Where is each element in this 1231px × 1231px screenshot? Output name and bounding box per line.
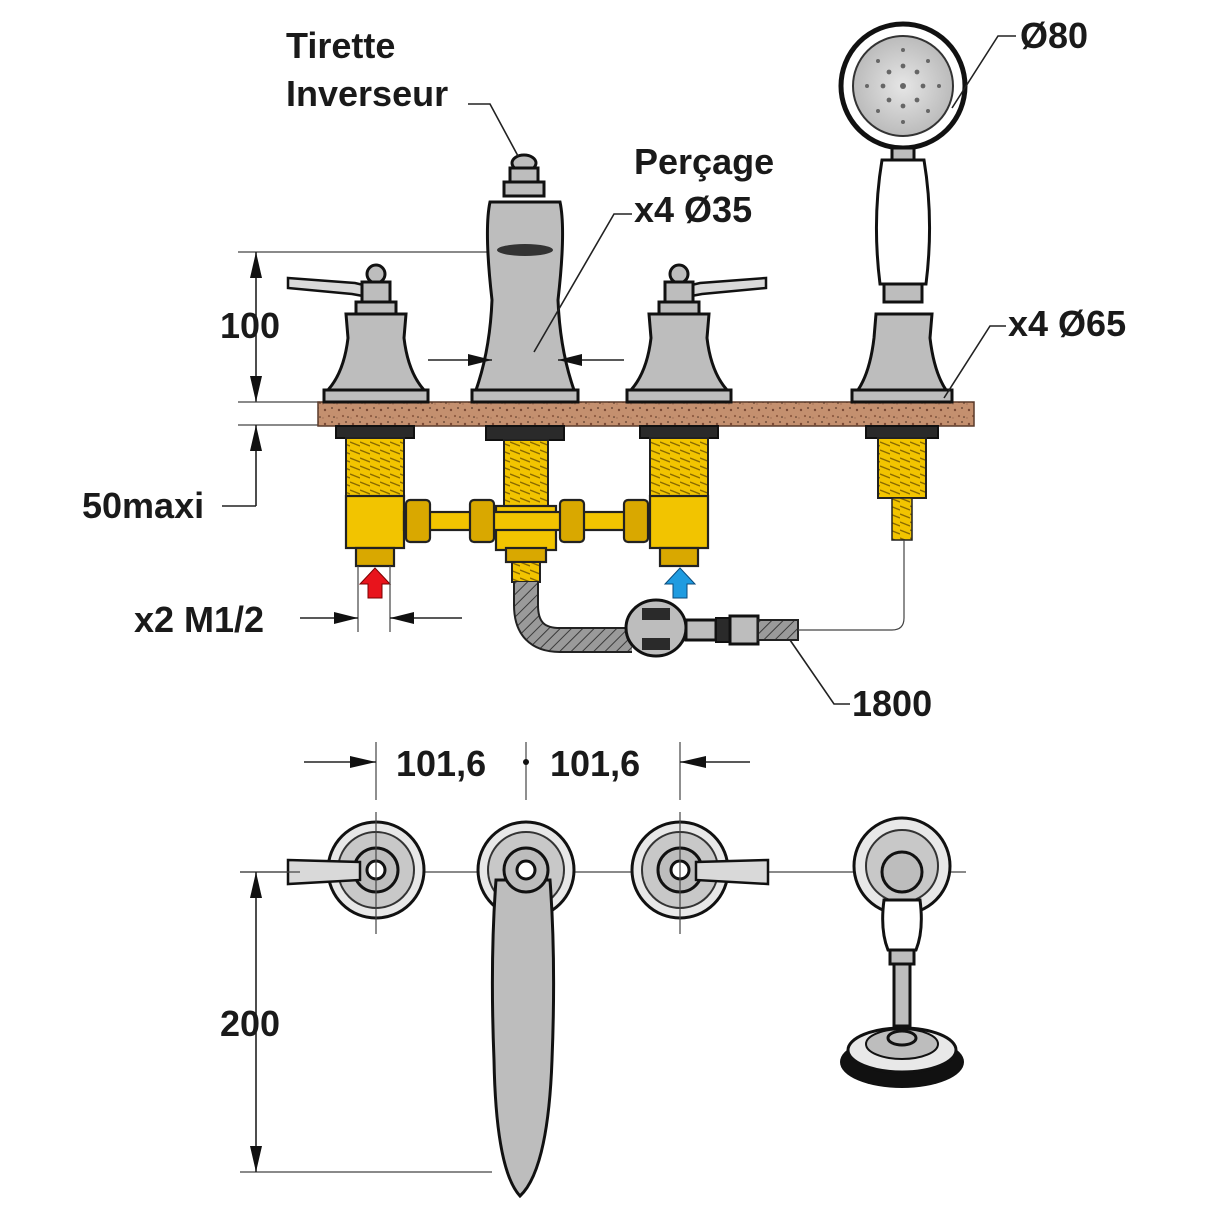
hand-shower (838, 21, 968, 541)
dimension-200 (240, 871, 492, 1173)
dimension-35 (428, 354, 624, 366)
label-100: 100 (220, 305, 280, 346)
label-200: 200 (220, 1003, 280, 1044)
leader-percage (533, 213, 632, 353)
dimension-101-6 (304, 742, 750, 800)
leader-1800 (789, 639, 850, 705)
dimension-50maxi (222, 424, 320, 507)
label-x4-65: x4 Ø65 (1008, 303, 1126, 344)
label-50maxi: 50maxi (82, 485, 204, 526)
label-1800: 1800 (852, 683, 932, 724)
leader-80 (951, 35, 1016, 109)
hot-water-arrow (358, 567, 392, 599)
leader-65 (943, 325, 1006, 399)
label-x4-35: x4 Ø35 (634, 189, 752, 230)
label-101-6-left: 101,6 (396, 743, 486, 784)
plan-spout (476, 820, 576, 1199)
hot-valve (286, 263, 430, 568)
label-101-6-right: 101,6 (550, 743, 640, 784)
label-tirette: Tirette (286, 25, 395, 66)
shower-hose (513, 540, 905, 658)
label-inverseur: Inverseur (286, 73, 448, 114)
label-diameter-80: Ø80 (1020, 15, 1088, 56)
dimension-100 (238, 251, 500, 403)
plan-hot-valve (286, 812, 426, 934)
leader-tirette (468, 103, 519, 157)
countertop-deck (317, 401, 975, 427)
plan-cold-valve (630, 812, 770, 934)
cold-water-arrow (663, 567, 697, 599)
cold-valve (625, 263, 768, 568)
dimension-m12 (300, 566, 462, 632)
label-percage: Perçage (634, 141, 774, 182)
plan-hand-shower (840, 816, 964, 1088)
connector-pipe (402, 498, 650, 544)
label-x2-m12: x2 M1/2 (134, 599, 264, 640)
